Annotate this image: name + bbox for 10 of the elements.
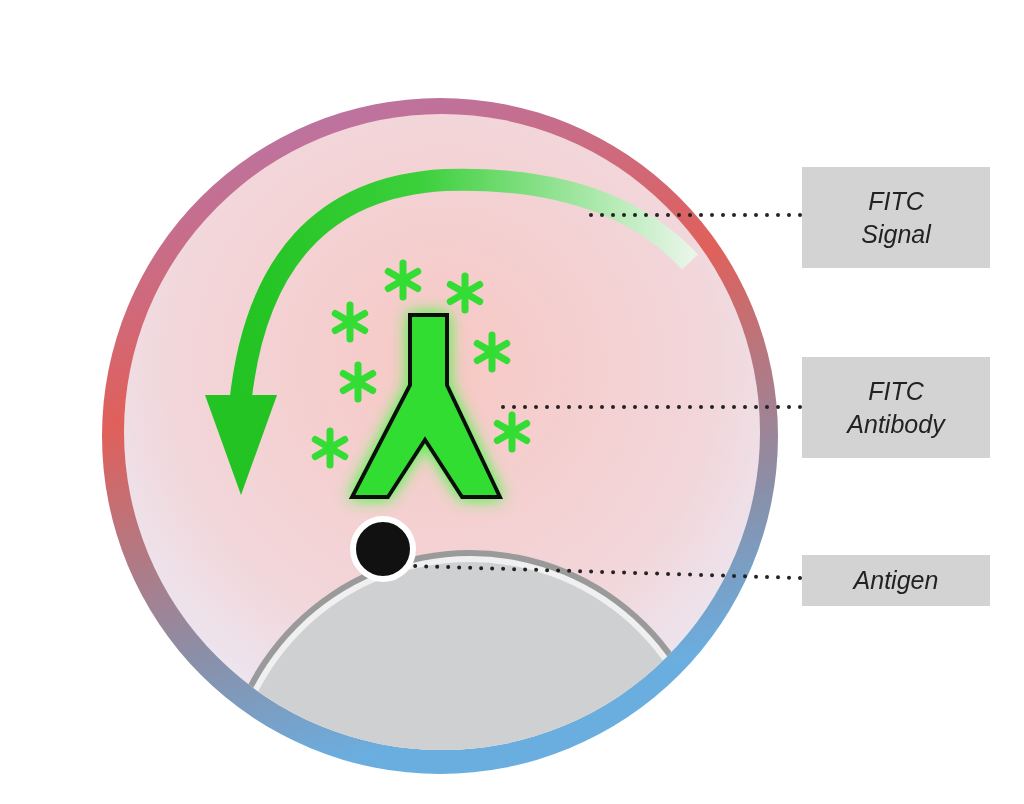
leader-line — [410, 564, 802, 580]
curved-arrow — [205, 168, 698, 495]
label-text: FITC Antibody — [845, 376, 947, 440]
label-box — [802, 357, 990, 458]
antibody-drawing — [348, 313, 504, 499]
label-box — [802, 167, 990, 268]
label-text: Antigen — [851, 565, 940, 597]
leader-line — [500, 405, 802, 409]
label-text: FITC Signal — [860, 186, 933, 250]
label-box — [802, 555, 990, 606]
